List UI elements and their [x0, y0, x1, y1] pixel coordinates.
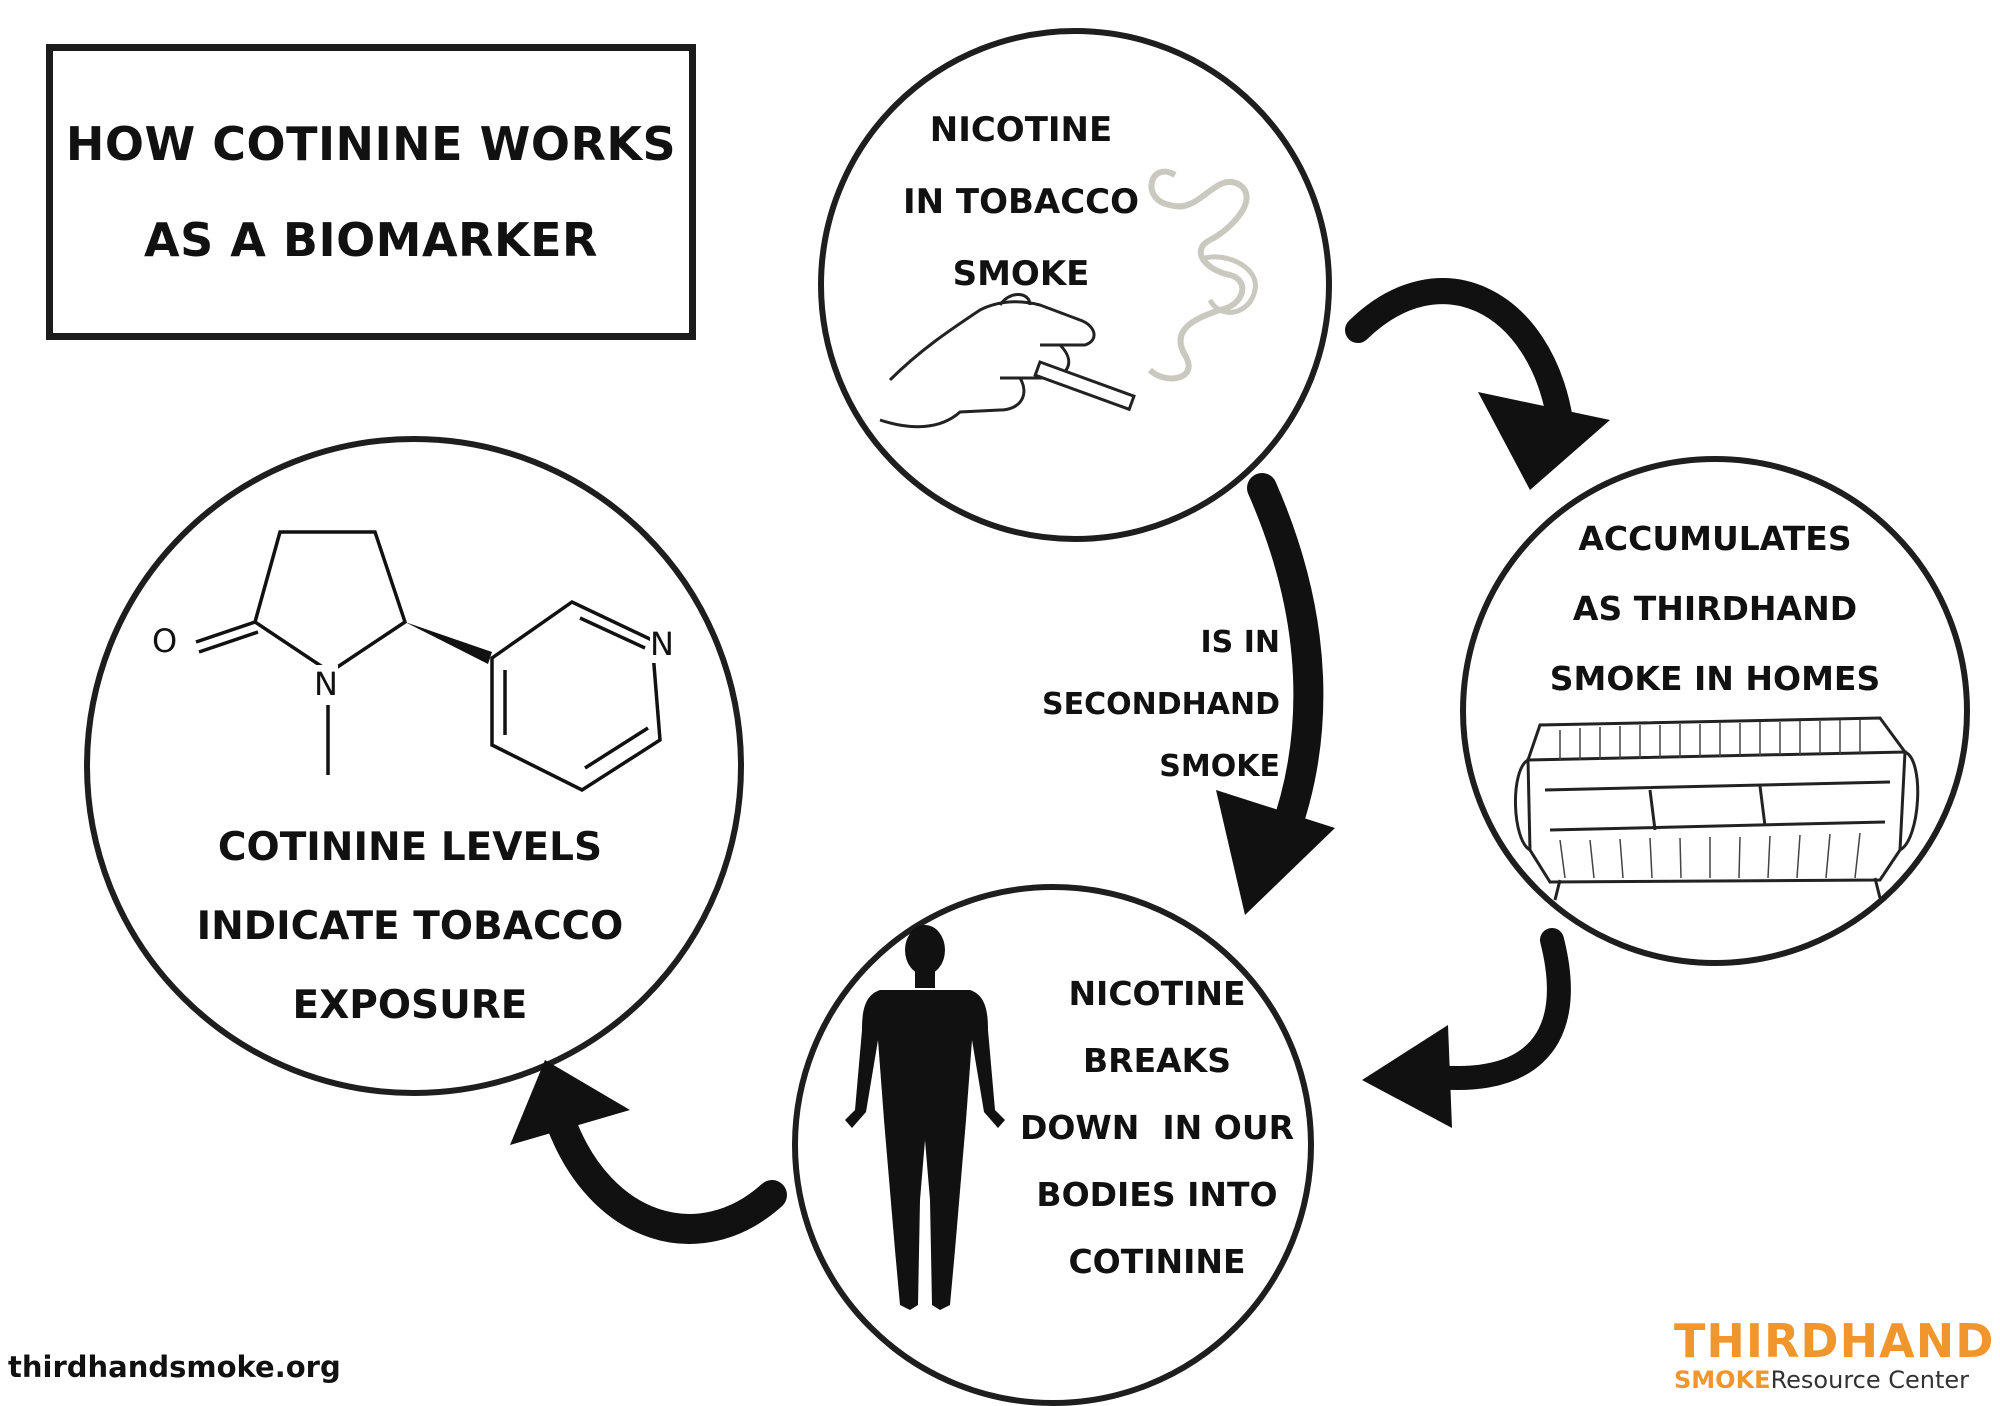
- node-body-circle: [792, 884, 1314, 1406]
- node-thirdhand-line-2: AS THIRDHAND: [1572, 589, 1858, 628]
- edge-secondhand-line-3: SMOKE: [1159, 749, 1280, 784]
- node-cotinine-circle: [84, 436, 744, 1096]
- hand-cigarette-smoke-icon: [879, 168, 1258, 429]
- logo-smoke-text: SMOKE: [1674, 1366, 1771, 1394]
- node-cotinine-line-3: EXPOSURE: [292, 983, 528, 1028]
- title-line-1: HOW COTININE WORKS: [65, 117, 677, 171]
- node-cotinine-label: COTININE LEVELS INDICATE TOBACCO EXPOSUR…: [190, 808, 630, 1045]
- molecule-pyridine-nitrogen-label: N: [650, 625, 674, 663]
- sofa-icon: [1513, 716, 1920, 901]
- node-nicotine-smoke-line-2: IN TOBACCO: [902, 182, 1140, 222]
- human-silhouette-icon: [845, 925, 1005, 1310]
- title-line-2: AS A BIOMARKER: [144, 213, 598, 267]
- node-nicotine-smoke-line-1: NICOTINE: [929, 110, 1113, 150]
- arrow-thirdhand-to-body: [1362, 928, 1571, 1128]
- node-thirdhand-label: ACCUMULATES AS THIRDHAND SMOKE IN HOMES: [1545, 504, 1885, 714]
- edge-secondhand-line-2: SECONDHAND: [1042, 687, 1280, 722]
- footer-url: thirdhandsmoke.org: [8, 1350, 341, 1384]
- node-body-label: NICOTINE BREAKS DOWN IN OUR BODIES INTO …: [1012, 960, 1302, 1295]
- node-cotinine-line-2: INDICATE TOBACCO: [196, 904, 624, 949]
- node-nicotine-smoke-line-3: SMOKE: [952, 254, 1090, 294]
- logo-resource-center-text: Resource Center: [1770, 1366, 1970, 1394]
- node-body-line-1: NICOTINE: [1068, 974, 1246, 1013]
- node-thirdhand-line-3: SMOKE IN HOMES: [1549, 659, 1881, 698]
- node-body-line-5: COTININE: [1068, 1242, 1246, 1281]
- cotinine-molecule-icon: [195, 530, 662, 793]
- node-body-line-2: BREAKS: [1083, 1041, 1231, 1080]
- node-cotinine-line-1: COTININE LEVELS: [217, 825, 603, 870]
- molecule-oxygen-label: O: [152, 622, 178, 660]
- molecule-ring-nitrogen-label: N: [314, 665, 338, 703]
- edge-secondhand-line-1: IS IN: [1200, 625, 1280, 660]
- edge-secondhand-label: IS IN SECONDHAND SMOKE: [1020, 612, 1280, 798]
- arrow-smoke-to-thirdhand: [1345, 278, 1610, 490]
- node-nicotine-smoke-label: NICOTINE IN TOBACCO SMOKE: [886, 94, 1156, 310]
- node-body-line-3: DOWN IN OUR: [1019, 1108, 1295, 1147]
- arrow-body-to-cotinine: [510, 1060, 787, 1244]
- title-box: HOW COTININE WORKS AS A BIOMARKER: [46, 44, 696, 340]
- logo-subtitle: SMOKEResource Center: [1674, 1366, 1969, 1394]
- brand-logo: THIRDHAND SMOKEResource Center: [1674, 1316, 1994, 1396]
- node-body-line-4: BODIES INTO: [1036, 1175, 1278, 1214]
- node-nicotine-smoke-circle: [818, 28, 1332, 542]
- logo-thirdhand-text: THIRDHAND: [1674, 1314, 1995, 1368]
- node-thirdhand-line-1: ACCUMULATES: [1578, 519, 1852, 558]
- arrow-smoke-to-body: [1216, 473, 1335, 915]
